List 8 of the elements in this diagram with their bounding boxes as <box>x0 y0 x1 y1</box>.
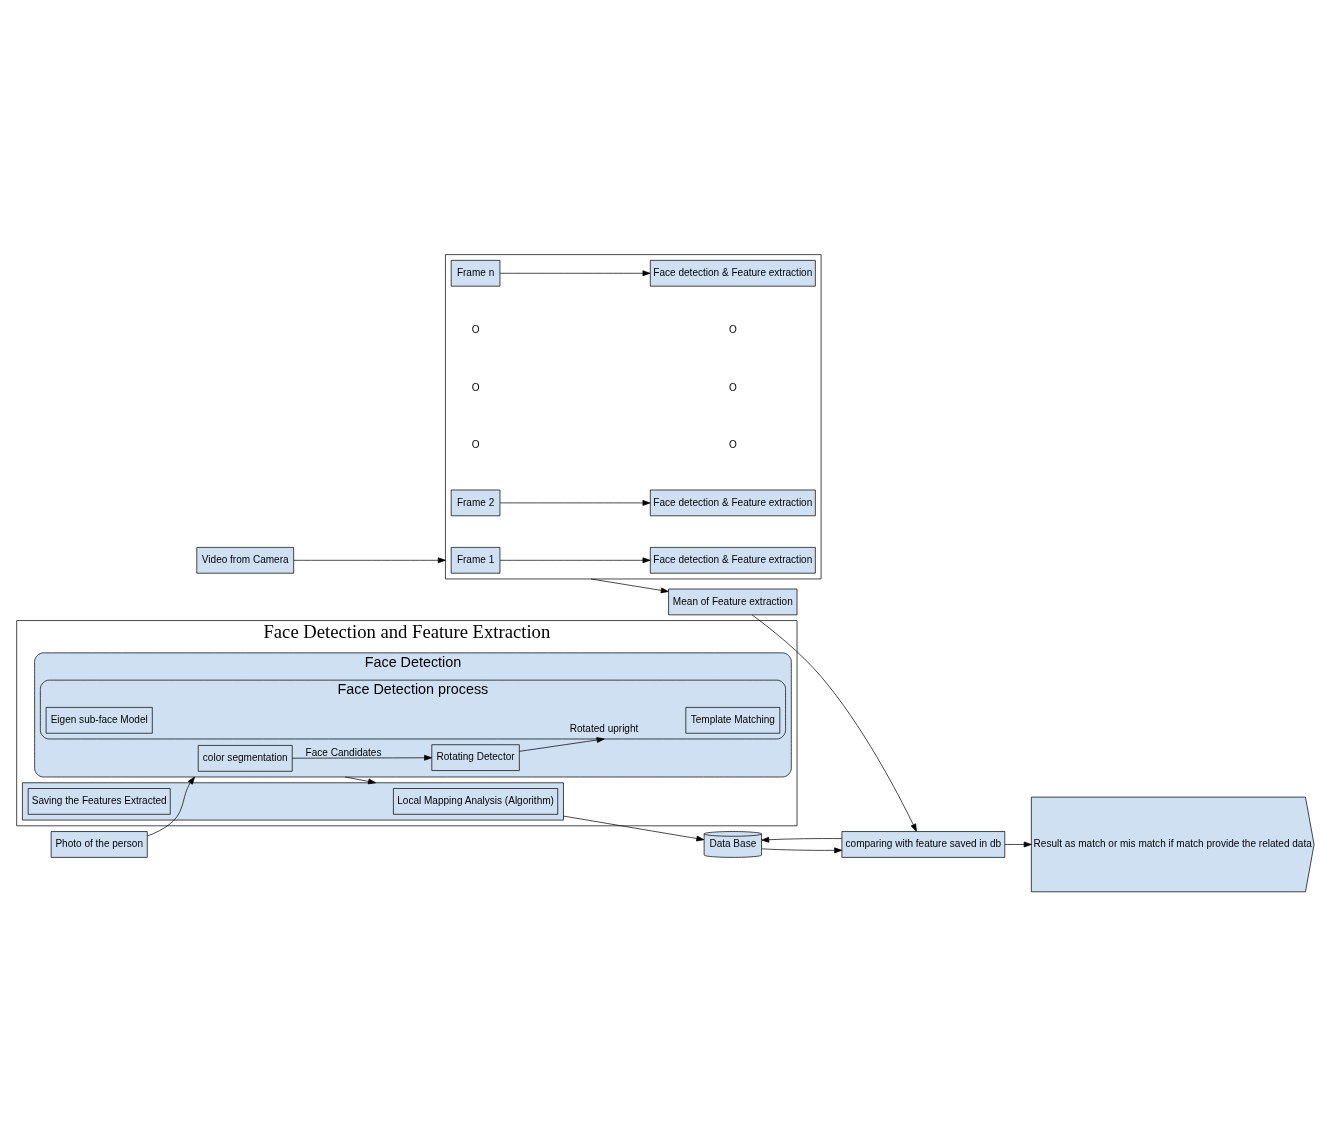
edge-label: Face Candidates <box>305 746 382 758</box>
label: O <box>728 323 737 335</box>
label: O <box>471 381 480 393</box>
label: O <box>471 438 480 450</box>
edge-label: Rotated upright <box>569 722 639 734</box>
label: O <box>728 381 737 393</box>
label: O <box>728 438 737 450</box>
label: O <box>471 323 480 335</box>
